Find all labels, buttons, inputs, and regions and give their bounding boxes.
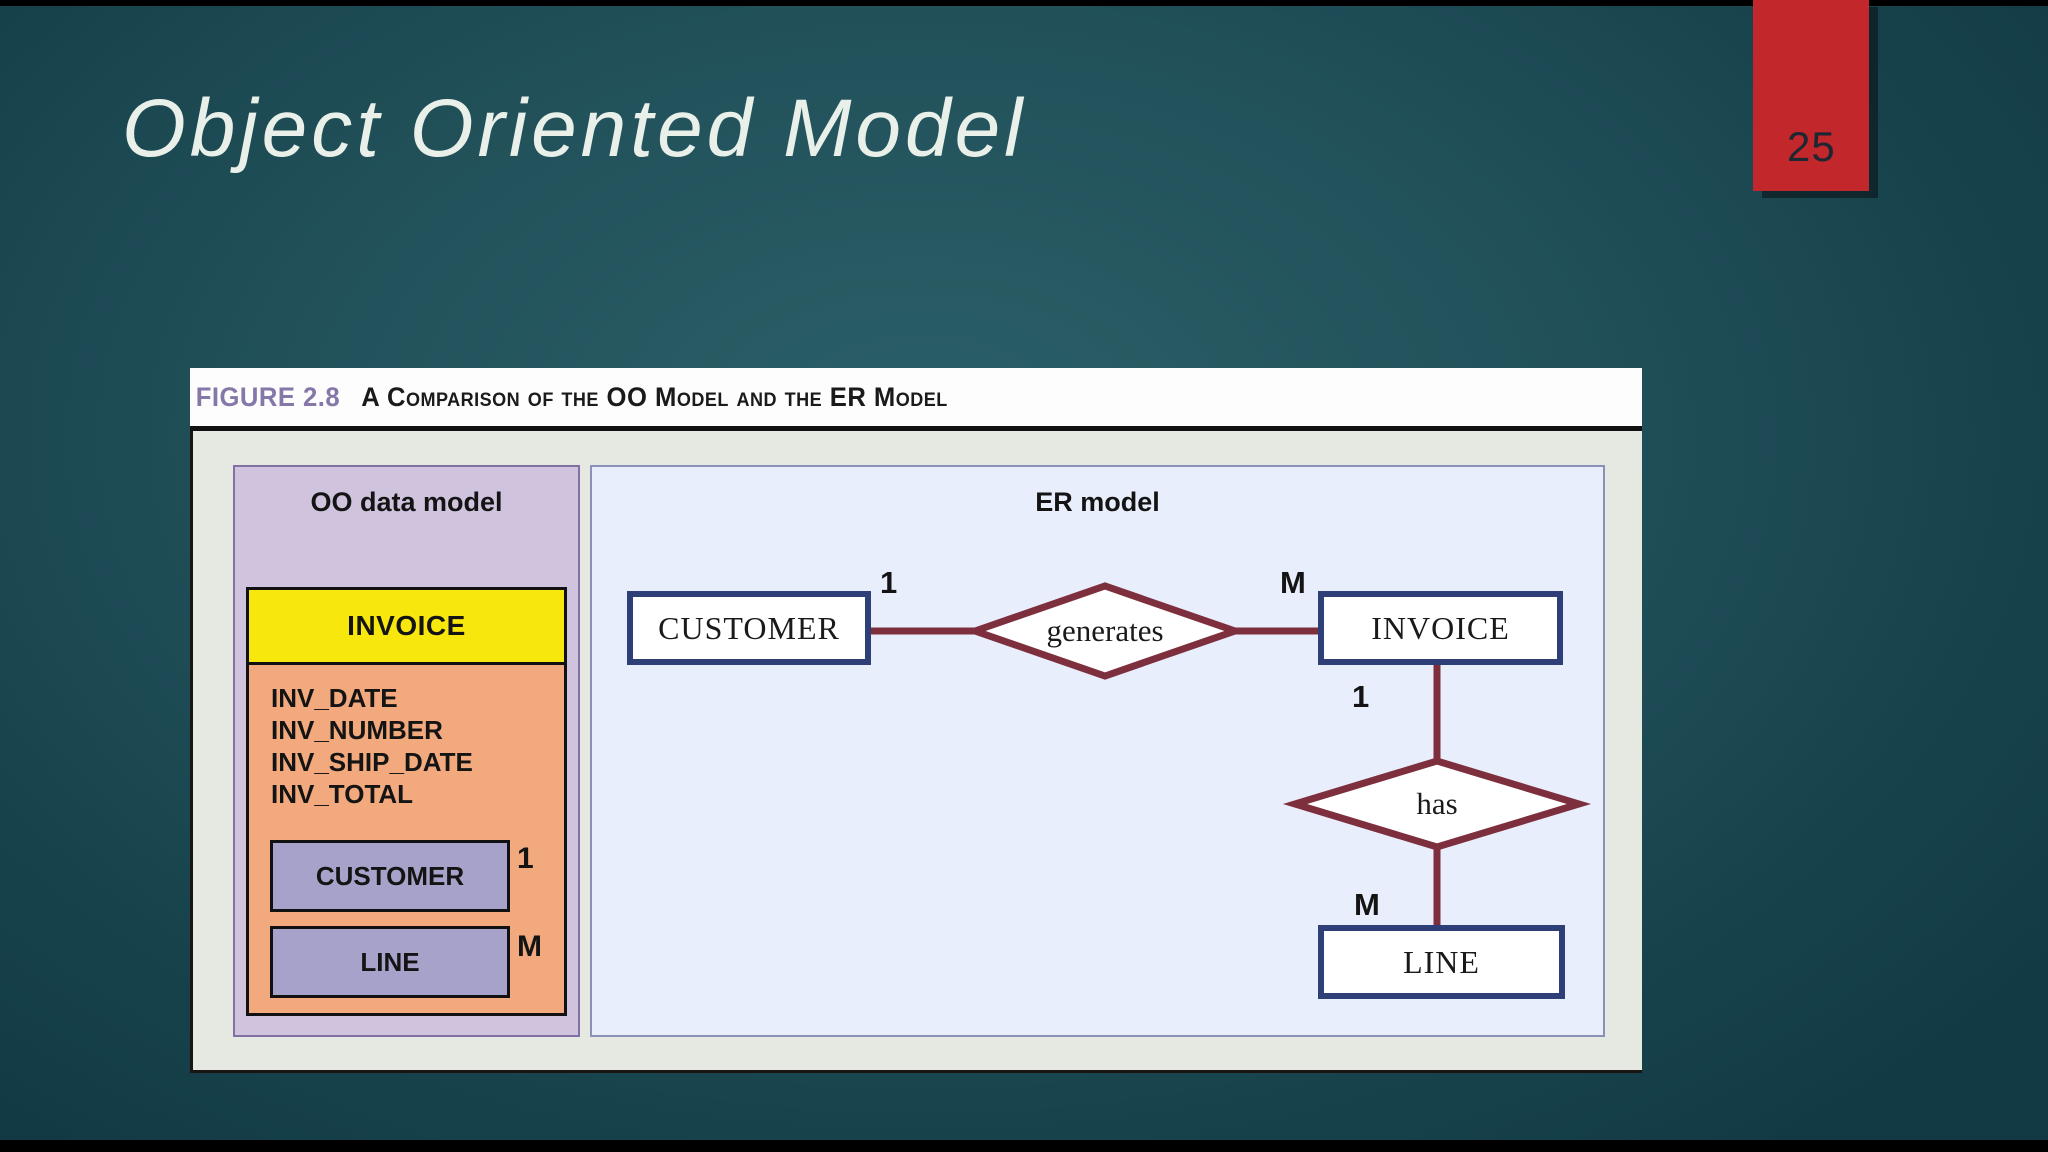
oo-data-model-panel: OO data model INVOICE INV_DATE INV_NUMBE… <box>233 465 580 1037</box>
figure-label: FIGURE 2.8 <box>195 381 341 412</box>
attribute-inv-date: INV_DATE <box>271 683 398 713</box>
invoice-object-box: INVOICE INV_DATE INV_NUMBER INV_SHIP_DAT… <box>246 587 567 1016</box>
figure-body: OO data model INVOICE INV_DATE INV_NUMBE… <box>190 431 1642 1073</box>
member-customer-box: CUSTOMER <box>270 840 510 912</box>
cardinality-line-side: M <box>1354 887 1380 922</box>
attribute-inv-total: INV_TOTAL <box>271 779 414 809</box>
er-relationship-generates: generates <box>1046 613 1164 648</box>
oo-panel-title: OO data model <box>310 487 503 517</box>
er-entity-invoice: INVOICE <box>1318 591 1563 665</box>
figure-2-8: FIGURE 2.8 A Comparison of the OO Model … <box>190 368 1642 1076</box>
cardinality-customer-side: 1 <box>880 565 898 600</box>
slide-title: Object Oriented Model <box>122 83 1027 174</box>
bottom-black-bar <box>0 1140 2048 1152</box>
cardinality-invoice-side: M <box>1280 565 1306 600</box>
attribute-inv-ship-date: INV_SHIP_DATE <box>271 747 473 777</box>
invoice-class-header: INVOICE <box>249 590 564 665</box>
invoice-attribute-list: INV_DATE INV_NUMBER INV_SHIP_DATE INV_TO… <box>271 682 473 810</box>
er-relationship-has: has <box>1416 786 1458 821</box>
cardinality-invoice-has-side: 1 <box>1352 679 1370 714</box>
page-number-tab: 25 <box>1753 0 1869 191</box>
er-entity-line: LINE <box>1318 925 1565 999</box>
top-black-bar <box>0 0 2048 6</box>
figure-caption: A Comparison of the OO Model and the ER … <box>361 381 948 412</box>
attribute-inv-number: INV_NUMBER <box>271 715 443 745</box>
er-connectors-and-diamonds <box>868 582 1592 929</box>
line-cardinality-label: M <box>517 930 542 963</box>
figure-header: FIGURE 2.8 A Comparison of the OO Model … <box>190 368 1642 431</box>
customer-cardinality-label: 1 <box>517 842 534 875</box>
member-line-box: LINE <box>270 926 510 998</box>
page-number: 25 <box>1787 123 1836 170</box>
er-panel-title: ER model <box>1035 487 1160 517</box>
er-entity-customer: CUSTOMER <box>627 591 871 665</box>
er-model-panel: ER model CUSTOMER INVOICE <box>590 465 1605 1037</box>
